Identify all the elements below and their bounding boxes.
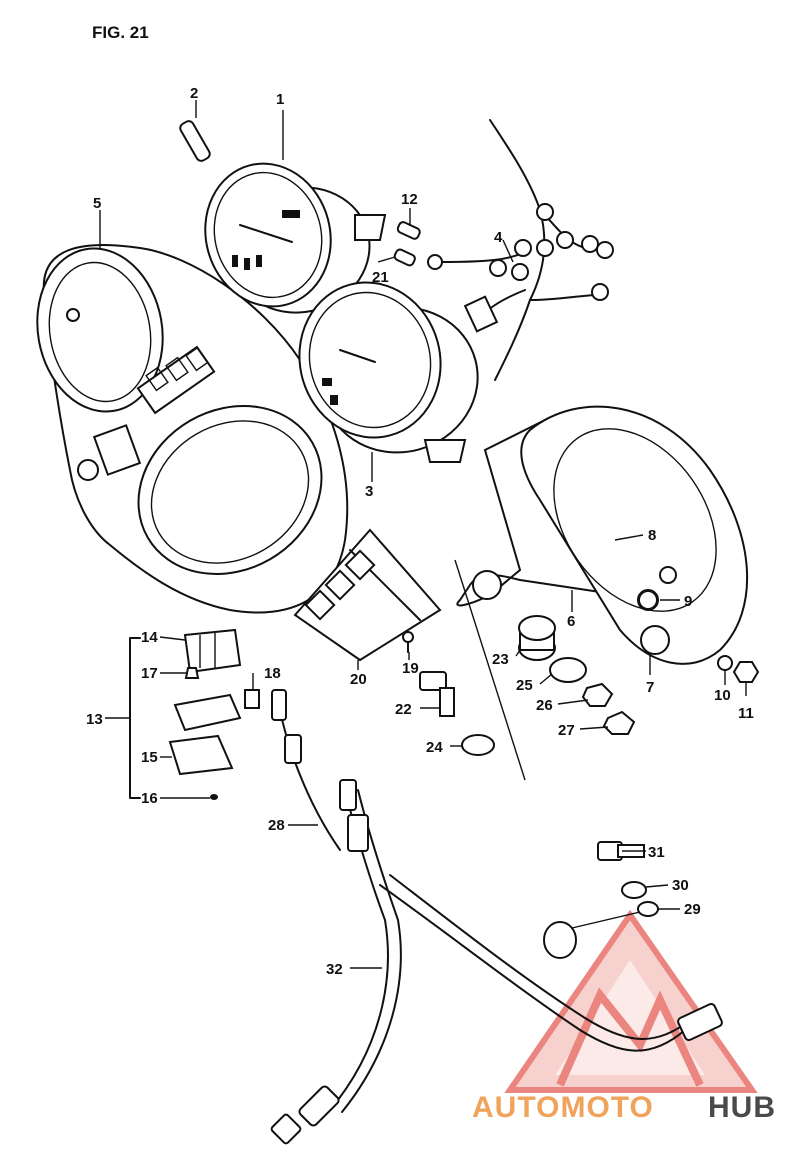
callout-8: 8 <box>648 527 656 544</box>
nut-11 <box>732 661 760 683</box>
callout-10: 10 <box>714 687 731 704</box>
callout-12: 12 <box>401 191 418 208</box>
callout-18: 18 <box>264 665 281 682</box>
callout-28: 28 <box>268 817 285 834</box>
tachometer <box>204 162 387 314</box>
callout-11: 11 <box>738 705 754 722</box>
screw-19 <box>402 631 414 653</box>
instrument-cover <box>36 243 349 614</box>
cable-28 <box>271 689 341 851</box>
callout-20: 20 <box>350 671 367 688</box>
lens-15 <box>168 734 234 776</box>
callout-4: 4 <box>494 229 503 246</box>
callout-3: 3 <box>365 483 373 500</box>
callout-21: 21 <box>372 269 389 286</box>
cable-32 <box>270 779 723 1145</box>
washer-26 <box>581 682 614 707</box>
callout-15: 15 <box>141 749 158 766</box>
callout-9: 9 <box>684 593 692 610</box>
watermark-part1: AUTOMOTO <box>472 1091 654 1124</box>
figure-title: FIG. 21 <box>92 23 149 42</box>
bulb-21 <box>393 248 416 267</box>
callout-2: 2 <box>190 85 198 102</box>
callout-22: 22 <box>395 701 412 718</box>
light-housing-14 <box>183 628 242 674</box>
callout-labels: 1 2 3 4 5 6 7 8 9 10 11 12 13 14 15 16 1… <box>86 85 754 978</box>
guide-line <box>454 559 526 781</box>
watermark-part2: HUB <box>708 1091 776 1124</box>
wiring-harness <box>427 119 614 381</box>
callout-31: 31 <box>648 844 665 861</box>
callout-25: 25 <box>516 677 533 694</box>
cable-clamp <box>543 911 641 959</box>
callout-26: 26 <box>536 697 553 714</box>
speedometer <box>298 281 479 463</box>
callout-1: 1 <box>276 91 284 108</box>
group-bracket-13 <box>129 637 141 799</box>
callout-13: 13 <box>86 711 103 728</box>
callout-30: 30 <box>672 877 689 894</box>
callout-17: 17 <box>141 665 158 682</box>
washer-25 <box>549 657 587 683</box>
clamp-29 <box>637 901 659 917</box>
bulb-12 <box>396 221 421 240</box>
grommet-17 <box>184 667 200 679</box>
callout-6: 6 <box>567 613 575 630</box>
callout-19: 19 <box>402 660 419 677</box>
callout-16: 16 <box>141 790 158 807</box>
indicator-housing-20 <box>293 528 442 662</box>
callout-32: 32 <box>326 961 343 978</box>
callout-7: 7 <box>646 679 654 696</box>
callout-5: 5 <box>93 195 101 212</box>
callout-23: 23 <box>492 651 509 668</box>
watermark-text: AUTOMOTO HUB <box>472 1091 776 1124</box>
washer-10 <box>717 655 733 671</box>
bulb-socket-18 <box>173 689 260 732</box>
leader-lines <box>99 110 747 969</box>
washer-30 <box>621 881 647 899</box>
callout-14: 14 <box>141 629 158 646</box>
screw-16 <box>210 794 218 800</box>
grommet-23 <box>518 615 556 661</box>
washer-9 <box>638 590 658 610</box>
callout-24: 24 <box>426 739 443 756</box>
callout-27: 27 <box>558 722 575 739</box>
bulb-2 <box>179 100 211 162</box>
washer-24 <box>461 734 495 756</box>
callout-29: 29 <box>684 901 701 918</box>
bolt-22 <box>419 671 455 717</box>
watermark-logo <box>504 909 758 1093</box>
nut-27 <box>602 710 636 735</box>
